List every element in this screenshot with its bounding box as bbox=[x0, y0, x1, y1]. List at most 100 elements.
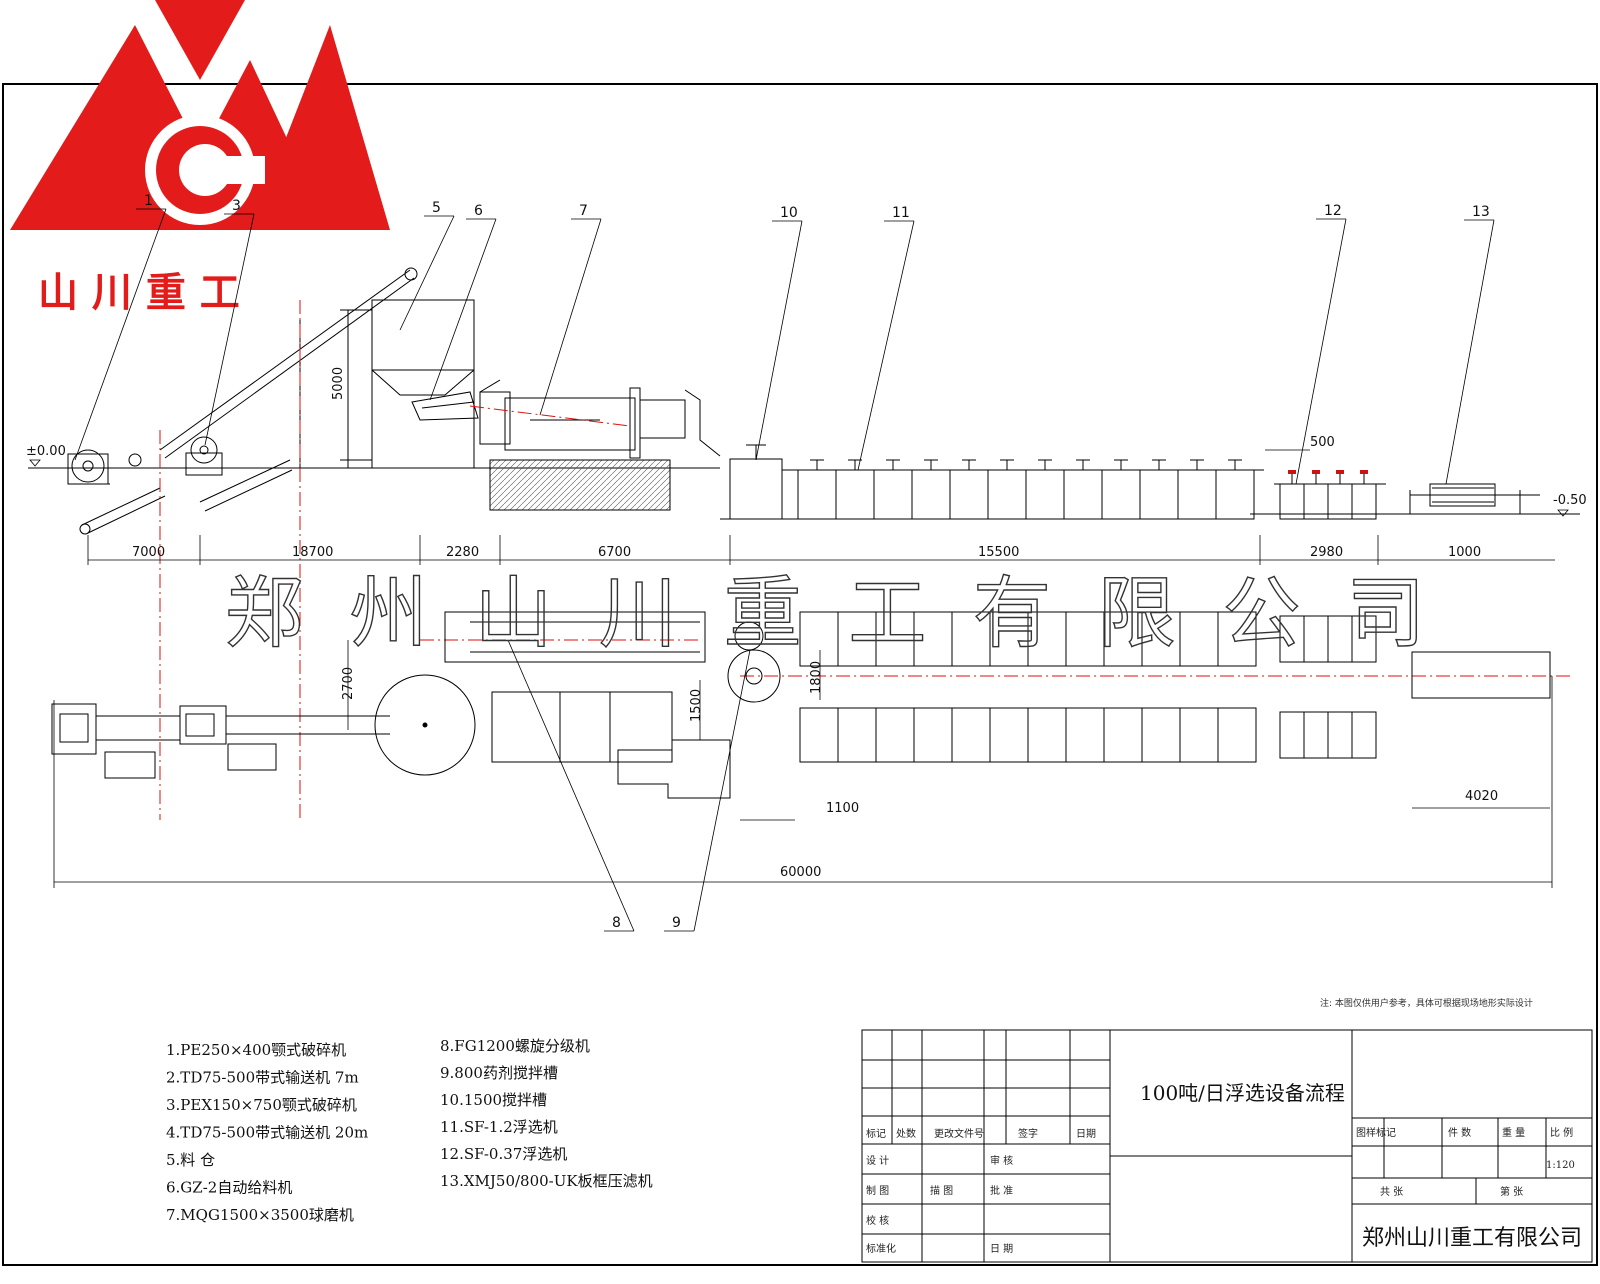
legend-item: 12.SF-0.37浮选机 bbox=[440, 1145, 567, 1163]
flotation-cell bbox=[987, 469, 1027, 520]
flotation-cell bbox=[911, 469, 951, 520]
plan-flotation-cell-small bbox=[1303, 711, 1329, 759]
legend-item: 10.1500搅拌槽 bbox=[440, 1091, 547, 1109]
level-marks: ±0.00 -0.50 bbox=[26, 444, 1587, 517]
plan-flotation-cell-small bbox=[1327, 711, 1353, 759]
flotation-bank-12 bbox=[1274, 470, 1386, 520]
plan-flotation-cell bbox=[837, 707, 877, 763]
ball-mill-7 bbox=[479, 379, 721, 511]
title-block-cell: 制 图 bbox=[866, 1184, 889, 1197]
title-block-cell: 描 图 bbox=[930, 1184, 953, 1197]
plan-flotation-cell bbox=[913, 707, 953, 763]
legend-item: 6.GZ-2自动给料机 bbox=[166, 1179, 292, 1197]
dim-1000: 1000 bbox=[1448, 545, 1481, 560]
dim-2700: 2700 bbox=[341, 667, 356, 700]
title-block-header-cell: 更改文件号 bbox=[934, 1127, 984, 1140]
dim-500: 500 bbox=[1310, 435, 1335, 450]
title-block bbox=[861, 1029, 1593, 1263]
company-logo bbox=[10, 0, 390, 230]
dim-4020: 4020 bbox=[1465, 789, 1498, 804]
title-block-cell: 日 期 bbox=[990, 1243, 1013, 1255]
callout-label: 10 bbox=[780, 205, 798, 221]
drawing-border bbox=[2, 83, 1598, 1266]
title-block-header-cell: 日期 bbox=[1076, 1128, 1096, 1140]
title-block-sheet: 共 张 bbox=[1380, 1186, 1403, 1198]
flotation-cell bbox=[1177, 469, 1217, 520]
legend-item: 5.料 仓 bbox=[166, 1151, 215, 1169]
flotation-cell bbox=[873, 469, 913, 520]
title-block-header-cell: 签字 bbox=[1018, 1127, 1038, 1140]
callout-label: 7 bbox=[579, 203, 588, 219]
dim-1500: 1500 bbox=[689, 689, 704, 722]
callout-label: 8 bbox=[612, 915, 621, 931]
dim-1800: 1800 bbox=[809, 661, 824, 694]
plan-flotation-cell bbox=[1179, 611, 1219, 667]
level-ground: ±0.00 bbox=[26, 444, 66, 459]
dimension-texts: 7000 18700 2280 6700 15500 2980 1000 500… bbox=[132, 367, 1498, 880]
plan-flotation-cell-small bbox=[1279, 711, 1305, 759]
title-block-right-header: 图样标记 bbox=[1356, 1126, 1396, 1139]
dim-2280: 2280 bbox=[446, 545, 479, 560]
legend-item: 3.PEX150×750颚式破碎机 bbox=[166, 1096, 357, 1114]
flotation-cell bbox=[1025, 469, 1065, 520]
title-block-cell: 校 核 bbox=[866, 1214, 889, 1227]
plan-flotation-cell bbox=[1141, 707, 1181, 763]
plan-flotation-cell bbox=[1217, 707, 1257, 763]
logo-brand-text: 山 川 重 工 bbox=[38, 269, 240, 316]
callout-label: 13 bbox=[1472, 204, 1490, 220]
flotation-cell bbox=[1101, 469, 1141, 520]
plan-flotation-cell-small bbox=[1351, 711, 1377, 759]
dim-6700: 6700 bbox=[598, 545, 631, 560]
title-block-cell: 设 计 bbox=[866, 1154, 889, 1167]
plan-flotation-cell bbox=[989, 707, 1029, 763]
legend-item: 2.TD75-500带式输送机 7m bbox=[166, 1069, 359, 1087]
dim-5000: 5000 bbox=[331, 367, 346, 400]
filter-press-13 bbox=[1409, 483, 1540, 514]
dimension-lines bbox=[53, 449, 1555, 888]
callout-label: 5 bbox=[432, 200, 441, 216]
legend-item: 4.TD75-500带式输送机 20m bbox=[166, 1124, 368, 1142]
drawing-scale: 1:120 bbox=[1546, 1160, 1575, 1171]
flotation-bank-11 bbox=[788, 459, 1264, 520]
legend-item: 8.FG1200螺旋分级机 bbox=[440, 1037, 590, 1055]
dim-7000: 7000 bbox=[132, 545, 165, 560]
flotation-cell bbox=[1139, 469, 1179, 520]
callout-label: 12 bbox=[1324, 203, 1342, 219]
level-low: -0.50 bbox=[1553, 493, 1587, 508]
callout-label: 1 bbox=[144, 193, 153, 209]
ore-bin-5 bbox=[340, 299, 475, 468]
plan-flotation-cell bbox=[951, 707, 991, 763]
callout-label: 9 bbox=[672, 915, 681, 931]
legend-item: 13.XMJ50/800-UK板框压滤机 bbox=[440, 1172, 653, 1190]
dim-18700: 18700 bbox=[292, 545, 333, 560]
callout-label: 3 bbox=[232, 198, 241, 214]
title-block-right-header: 重 量 bbox=[1502, 1126, 1525, 1139]
legend-item: 11.SF-1.2浮选机 bbox=[440, 1118, 558, 1136]
jaw-crusher-1 bbox=[67, 449, 110, 485]
plan-flotation-cell bbox=[1179, 707, 1219, 763]
plan-flotation-cell bbox=[799, 611, 839, 667]
title-block-header-cell: 标记 bbox=[866, 1128, 886, 1140]
flotation-cell bbox=[949, 469, 989, 520]
plan-flotation-cell bbox=[1103, 707, 1143, 763]
plan-flotation-cell bbox=[1217, 611, 1257, 667]
dim-15500: 15500 bbox=[978, 545, 1019, 560]
dim-1100: 1100 bbox=[826, 801, 859, 816]
dim-60000: 60000 bbox=[780, 865, 821, 880]
watermark-text: 郑州山川重工有限公司 bbox=[225, 569, 1425, 659]
plan-flotation-cell bbox=[1065, 707, 1105, 763]
flotation-cell bbox=[1215, 469, 1255, 520]
plan-view bbox=[51, 611, 1551, 799]
plan-flotation-cell bbox=[1027, 707, 1067, 763]
legend-item: 7.MQG1500×3500球磨机 bbox=[166, 1206, 354, 1224]
title-block-text: 标记处数更改文件号签字日期设 计审 核制 图描 图批 准校 核标准化日 期图样标… bbox=[866, 1126, 1573, 1255]
agitation-tank-10 bbox=[729, 444, 796, 520]
callout-label: 6 bbox=[474, 203, 483, 219]
legend-right: 8.FG1200螺旋分级机9.800药剂搅拌槽10.1500搅拌槽11.SF-1… bbox=[440, 1037, 653, 1190]
title-block-cell: 标准化 bbox=[866, 1242, 896, 1255]
title-block-header-cell: 处数 bbox=[896, 1127, 916, 1140]
